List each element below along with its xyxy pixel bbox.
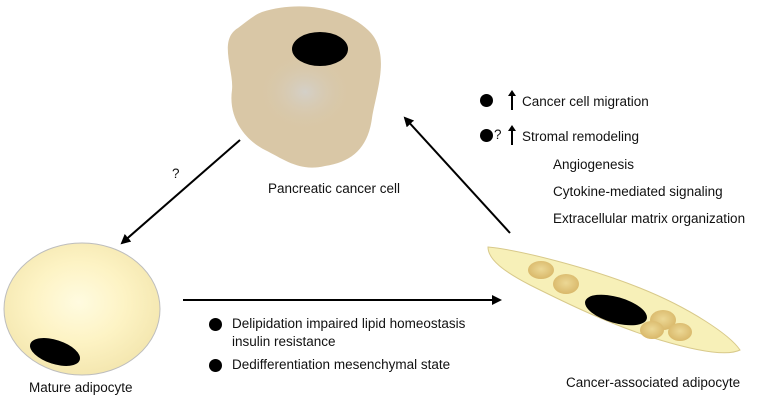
mature-adipocyte-label: Mature adipocyte bbox=[29, 380, 133, 395]
mature-adipocyte-nucleus bbox=[29, 338, 81, 366]
up-arrow-icon bbox=[508, 125, 516, 145]
bullet bbox=[209, 318, 222, 331]
arrow-caa-to-pancreatic bbox=[403, 116, 511, 234]
bullet bbox=[209, 359, 222, 372]
transition-effect-line: Dedifferentiation mesenchymal state bbox=[232, 357, 451, 372]
transition-effect-line: insulin resistance bbox=[232, 334, 336, 349]
pancreatic-cancer-cell bbox=[227, 6, 381, 168]
effect-stromal-label: Stromal remodeling bbox=[522, 129, 640, 144]
caa-label: Cancer-associated adipocyte bbox=[566, 375, 741, 390]
mature-adipocyte-cell bbox=[3, 242, 161, 376]
bullet bbox=[480, 94, 493, 107]
caa-nucleus bbox=[585, 294, 647, 326]
pancreatic-cell-inner-region bbox=[257, 52, 353, 132]
caa-lipid-droplet bbox=[553, 274, 579, 294]
mature-adipocyte-body bbox=[3, 242, 161, 376]
caa-lipid-droplet bbox=[668, 323, 692, 341]
cancer-associated-adipocyte-cell bbox=[487, 246, 741, 354]
stromal-sub-item: Extracellular matrix organization bbox=[553, 211, 746, 226]
question-mark: ? bbox=[172, 166, 180, 181]
pancreatic-cell-label: Pancreatic cancer cell bbox=[268, 181, 401, 196]
caa-lipid-droplet bbox=[528, 261, 554, 279]
bullet bbox=[480, 129, 493, 142]
caa-lipid-droplet bbox=[640, 321, 664, 339]
arrow-pancreatic-to-mature bbox=[120, 139, 241, 245]
transition-effect-line: Delipidation impaired lipid homeostasis bbox=[232, 316, 466, 331]
pancreatic-cell-nucleus bbox=[292, 32, 348, 66]
up-arrow-icon bbox=[508, 90, 516, 110]
stromal-question-mark: ? bbox=[494, 127, 502, 142]
stromal-sub-item: Cytokine-mediated signaling bbox=[553, 184, 723, 199]
effect-migration-label: Cancer cell migration bbox=[522, 94, 649, 109]
stromal-sub-item: Angiogenesis bbox=[553, 157, 635, 172]
